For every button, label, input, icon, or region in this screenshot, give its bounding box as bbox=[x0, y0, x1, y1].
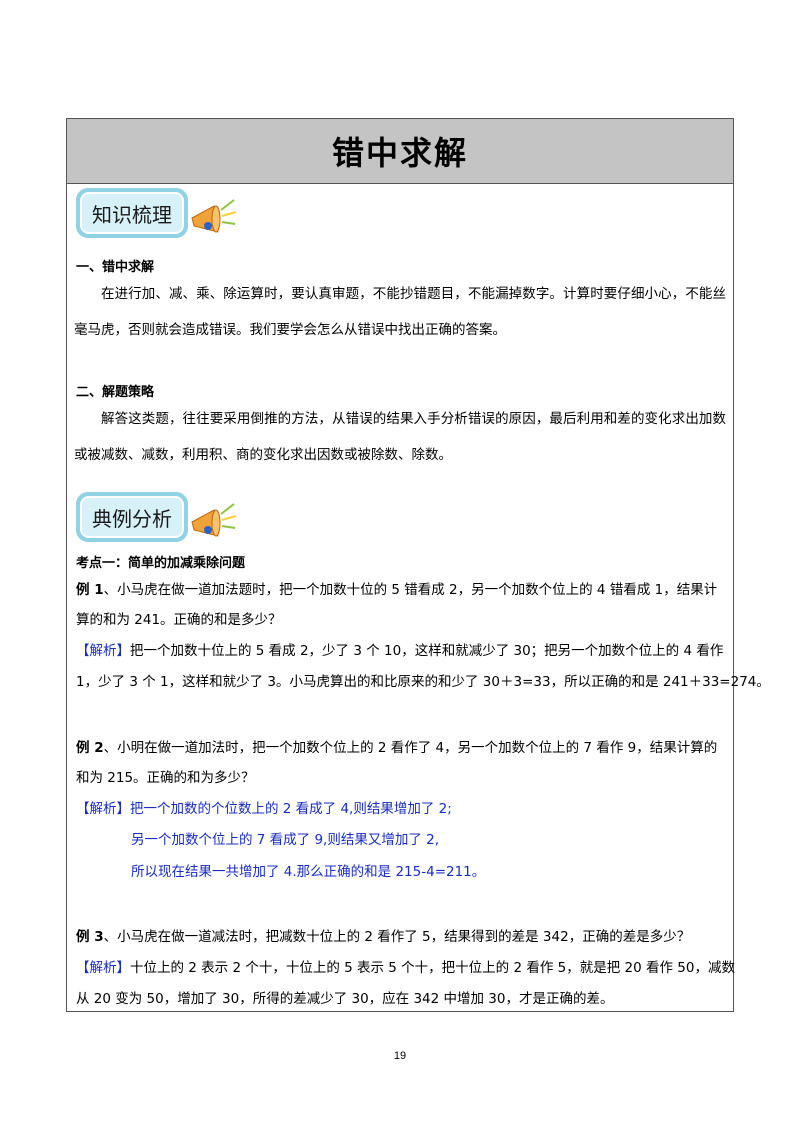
section2-heading: 二、解题策略 bbox=[76, 385, 155, 400]
example1-answer2: 1，少了 3 个 1，这样和就少了 3。小马虎算出的和比原来的和少了 30＋3=… bbox=[76, 674, 770, 690]
example2-label: 例 2 bbox=[76, 740, 104, 756]
megaphone-icon bbox=[191, 199, 237, 233]
example3-answer1: 【解析】十位上的 2 表示 2 个十，十位上的 5 表示 5 个十，把十位上的 … bbox=[76, 960, 735, 976]
kaodian-heading: 考点一：简单的加减乘除问题 bbox=[76, 556, 246, 571]
title-bar: 错中求解 bbox=[67, 119, 733, 184]
knowledge-badge-label: 知识梳理 bbox=[80, 192, 184, 234]
analysis-tag: 【解析】 bbox=[76, 643, 130, 659]
example2-line2: 和为 215。正确的和为多少？ bbox=[76, 770, 255, 786]
knowledge-badge: 知识梳理 bbox=[76, 188, 246, 244]
example1-answer1: 【解析】把一个加数十位上的 5 看成 2，少了 3 个 10，这样和就减少了 3… bbox=[76, 643, 724, 659]
example2-answer1: 【解析】把一个加数的个位数上的 2 看成了 4,则结果增加了 2; bbox=[76, 801, 452, 817]
analysis-tag: 【解析】 bbox=[76, 960, 130, 976]
section1-body: 在进行加、减、乘、除运算时，要认真审题，不能抄错题目，不能漏掉数字。计算时要仔细… bbox=[74, 286, 726, 338]
examples-badge: 典例分析 bbox=[76, 492, 246, 548]
analysis-tag: 【解析】 bbox=[76, 801, 130, 817]
example2-line1: 例 2、小明在做一道加法时，把一个加数个位上的 2 看作了 4，另一个加数个位上… bbox=[76, 740, 718, 756]
examples-badge-label: 典例分析 bbox=[80, 496, 184, 538]
example2-answer2: 另一个加数个位上的 7 看成了 9,则结果又增加了 2, bbox=[131, 832, 440, 848]
example3-answer2: 从 20 变为 50，增加了 30，所得的差减少了 30，应在 342 中增加 … bbox=[76, 991, 614, 1007]
content-frame: 错中求解 bbox=[66, 118, 734, 1012]
example2-answer3: 所以现在结果一共增加了 4.那么正确的和是 215-4=211。 bbox=[131, 864, 486, 880]
example3-line1: 例 3、小马虎在做一道减法时，把减数十位上的 2 看作了 5，结果得到的差是 3… bbox=[76, 929, 691, 945]
page-title: 错中求解 bbox=[331, 134, 468, 172]
section1-heading: 一、错中求解 bbox=[76, 260, 155, 275]
section2-body: 解答这类题，往往要采用倒推的方法，从错误的结果入手分析错误的原因，最后利用和差的… bbox=[74, 411, 726, 463]
page-number: 19 bbox=[393, 1050, 407, 1062]
example3-label: 例 3 bbox=[76, 929, 104, 945]
example1-line2: 算的和为 241。正确的和是多少？ bbox=[76, 612, 282, 628]
megaphone-icon bbox=[191, 503, 237, 537]
example1-label: 例 1 bbox=[76, 582, 104, 598]
example1-line1: 例 1、小马虎在做一道加法题时，把一个加数十位的 5 错看成 2，另一个加数个位… bbox=[76, 582, 718, 598]
